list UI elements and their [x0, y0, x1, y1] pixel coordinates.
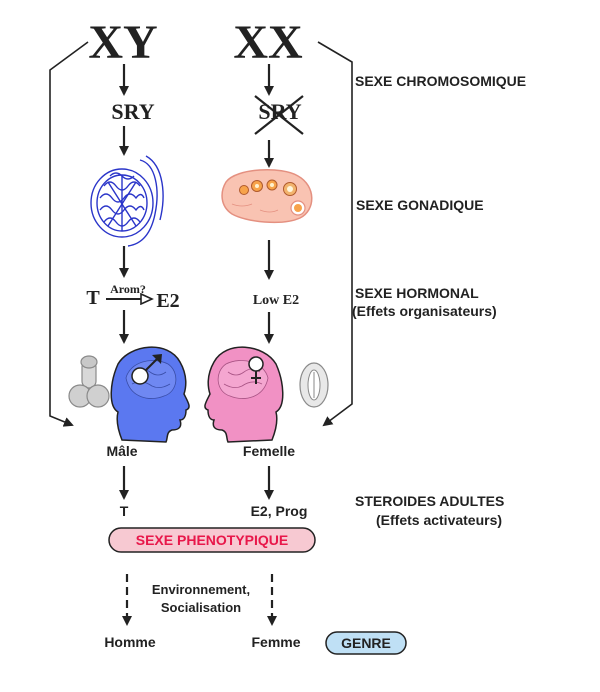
section-hormonal-sub: (Effets organisateurs) — [352, 303, 497, 319]
genre-pill — [325, 631, 407, 655]
estradiol-label: E2 — [156, 290, 179, 312]
genre-label: GENRE — [341, 635, 391, 651]
phenotype-pill — [108, 527, 316, 553]
section-chromosomal: SEXE CHROMOSOMIQUE — [355, 73, 526, 89]
male-brain-head-icon — [110, 346, 190, 443]
socialisation-label: Socialisation — [161, 600, 241, 615]
homme-label: Homme — [104, 634, 156, 650]
aromatase-label: Arom? — [110, 282, 146, 296]
environment-label: Environnement, — [152, 582, 250, 597]
female-brain-head-icon — [204, 346, 284, 443]
female-genitalia-icon — [299, 362, 329, 408]
ovary-icon — [221, 169, 313, 224]
section-hormonal: SEXE HORMONAL — [355, 285, 479, 301]
female-label: Femelle — [243, 443, 295, 459]
femme-label: Femme — [251, 634, 300, 650]
sry-gene-male: SRY — [111, 99, 154, 124]
chromosome-xy: XY — [88, 16, 157, 69]
male-symbol-icon — [131, 367, 149, 385]
adult-female-hormones-label: E2, Prog — [251, 503, 308, 519]
left-bracket-arrow — [49, 41, 89, 427]
section-gonadal: SEXE GONADIQUE — [356, 197, 484, 213]
low-e2-label: Low E2 — [253, 293, 299, 308]
section-adult-sub: (Effets activateurs) — [376, 512, 502, 528]
male-genitalia-icon — [68, 355, 110, 408]
testis-icon — [90, 155, 164, 247]
male-label: Mâle — [106, 443, 137, 459]
section-adult: STEROIDES ADULTES — [355, 493, 504, 509]
right-bracket-arrow — [317, 41, 353, 427]
female-symbol-icon — [248, 356, 264, 384]
chromosome-xx: XX — [233, 16, 303, 69]
phenotype-label: SEXE PHENOTYPIQUE — [136, 532, 288, 548]
adult-testosterone-label: T — [120, 503, 129, 519]
sry-absent-cross-icon — [254, 95, 304, 135]
testosterone-label: T — [86, 287, 100, 309]
